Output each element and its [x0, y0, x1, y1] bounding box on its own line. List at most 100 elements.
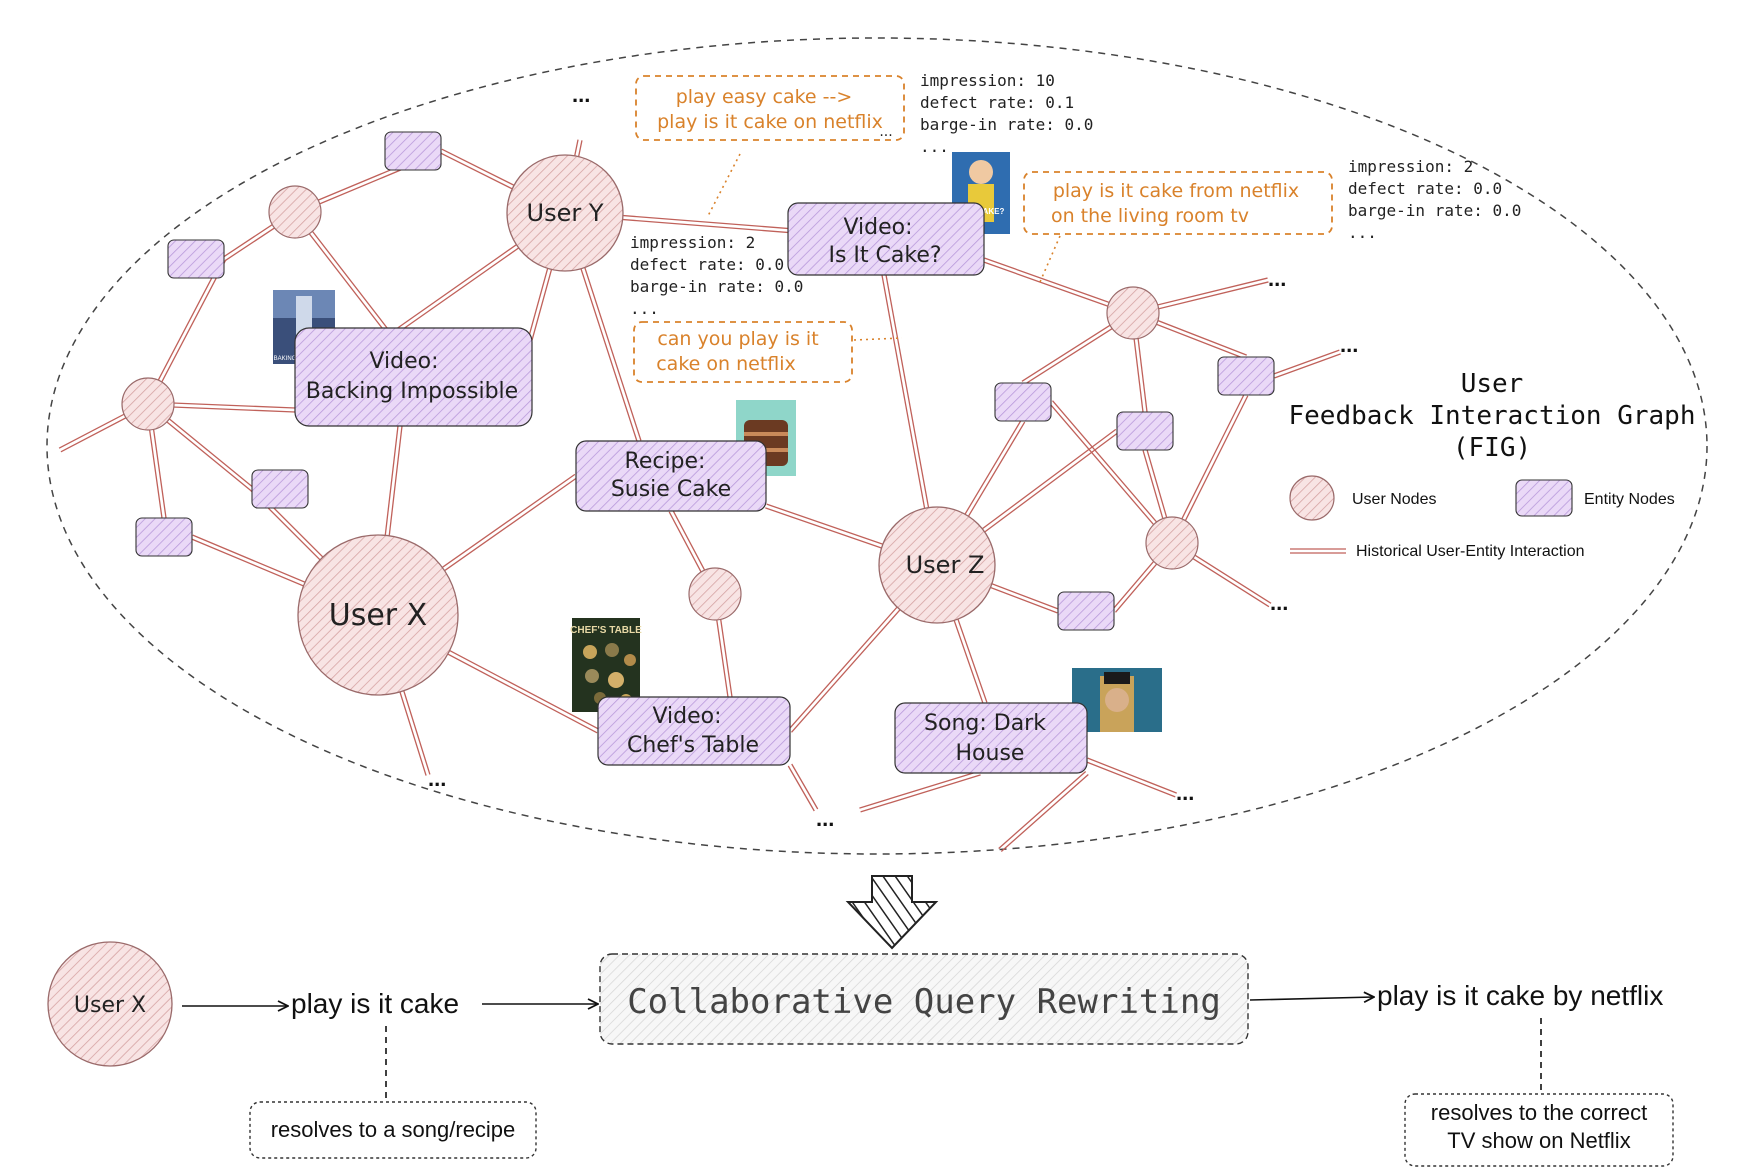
interaction-edge: [1169, 393, 1245, 543]
input-query: play is it cake: [291, 988, 459, 1019]
interaction-edge: [998, 771, 1087, 849]
svg-text:...: ...: [1348, 223, 1377, 242]
interaction-edge: [1052, 400, 1175, 543]
svg-text:defect rate: 0.1: defect rate: 0.1: [920, 93, 1074, 112]
input-note: resolves to a song/recipe: [271, 1117, 516, 1142]
svg-text:Video:: Video:: [652, 704, 721, 729]
query-box-2: play is it cake from netflix on the livi…: [1023, 171, 1333, 235]
entity-node: [167, 239, 225, 279]
entity-node: [994, 382, 1052, 422]
svg-text:...: ...: [428, 766, 446, 791]
entity-dark-house: Song: Dark House: [894, 702, 1088, 774]
entity-susie-cake: Recipe: Susie Cake: [575, 440, 767, 512]
user-z-label: User Z: [906, 551, 985, 579]
entity-baking-impossible: Video: Backing Impossible: [294, 327, 533, 427]
svg-text:...: ...: [1176, 780, 1194, 805]
query-connectors: [707, 153, 1061, 341]
svg-text:Song: Dark: Song: Dark: [924, 711, 1046, 736]
svg-text:defect rate: 0.0: defect rate: 0.0: [1348, 179, 1502, 198]
graph-title: User Feedback Interaction Graph (FIG): [1289, 369, 1696, 463]
pipeline-user-x-node: [47, 941, 173, 1067]
interaction-edge: [1274, 353, 1341, 379]
stats-3: impression: 2 defect rate: 0.0 barge-in …: [630, 233, 803, 318]
entity-node: [251, 469, 309, 509]
interaction-edge: [1173, 395, 1249, 545]
svg-text:impression: 2: impression: 2: [630, 233, 755, 252]
entity-node: [1057, 591, 1115, 631]
svg-text:...: ...: [879, 124, 892, 140]
output-note-box: [1404, 1093, 1674, 1167]
chefs-table-thumbnail: CHEF'S TABLE: [570, 618, 642, 712]
svg-text:House: House: [956, 741, 1025, 766]
legend: User Nodes Entity Nodes Historical User-…: [1289, 475, 1675, 560]
entity-node: [1116, 411, 1174, 451]
interaction-edge: [149, 259, 227, 406]
svg-text:...: ...: [920, 137, 949, 156]
stats-1: impression: 10 defect rate: 0.1 barge-in…: [920, 71, 1093, 156]
rewriter-label: Collaborative Query Rewriting: [627, 982, 1221, 1022]
svg-text:defect rate: 0.0: defect rate: 0.0: [630, 255, 784, 274]
small-user-nodes: [121, 185, 1199, 621]
user-x-label: User X: [329, 598, 427, 633]
legend-user-nodes: User Nodes: [1352, 491, 1436, 508]
interaction-edge: [859, 770, 980, 809]
output-query: play is it cake by netflix: [1377, 980, 1663, 1011]
interaction-edge: [1273, 349, 1340, 375]
svg-text:play is it cake from netflix: play is it cake from netflix: [1053, 180, 1299, 202]
user-x-node: User X: [297, 534, 459, 696]
svg-text:impression: 10: impression: 10: [920, 71, 1055, 90]
svg-text:(FIG): (FIG): [1453, 433, 1531, 463]
interaction-edge: [787, 765, 815, 812]
down-arrow-icon: [845, 875, 939, 950]
entity-is-it-cake: Video: Is It Cake?: [787, 202, 985, 276]
user-node: [121, 377, 175, 431]
baking-impossible-thumbnail: BAKING IMPOSSIBLE: [273, 290, 335, 364]
user-node: [688, 567, 742, 621]
user-node: [268, 185, 322, 239]
svg-text:barge-in rate: 0.0: barge-in rate: 0.0: [1348, 201, 1521, 220]
interaction-edge: [791, 763, 819, 810]
entity-node: [1217, 356, 1275, 396]
entity-chefs-table: Video: Chef's Table: [597, 696, 791, 766]
interaction-edge: [1086, 761, 1176, 798]
legend-user-node-swatch: [1289, 475, 1335, 521]
svg-text:barge-in rate: 0.0: barge-in rate: 0.0: [630, 277, 803, 296]
svg-text:Video:: Video:: [369, 349, 438, 374]
interaction-edge: [1048, 402, 1171, 545]
svg-text:...: ...: [816, 806, 834, 831]
svg-text:Recipe:: Recipe:: [625, 449, 706, 474]
entity-node: [384, 131, 442, 171]
user-y-node: User Y: [506, 154, 624, 272]
interaction-edge: [860, 774, 981, 813]
output-note-line-1: resolves to the correct: [1431, 1100, 1647, 1125]
svg-text:Is It Cake?: Is It Cake?: [828, 243, 941, 268]
svg-text:...: ...: [630, 299, 659, 318]
svg-text:can you play is it: can you play is it: [657, 328, 818, 350]
user-y-label: User Y: [527, 199, 604, 227]
input-note-box: [249, 1101, 537, 1159]
ellipsis-markers: ... ... ... ... ... ... ...: [428, 82, 1358, 831]
svg-text:...: ...: [572, 82, 590, 107]
svg-text:cake on netflix: cake on netflix: [656, 353, 796, 375]
small-entity-nodes: [135, 131, 1275, 631]
svg-text:on the living room tv: on the living room tv: [1051, 205, 1249, 227]
pipeline-user-label: User X: [74, 993, 146, 1018]
interaction-edge: [1000, 774, 1089, 852]
rewriter-box: [599, 953, 1249, 1045]
arrow-rewriter-to-output: [1249, 997, 1374, 1000]
svg-text:Feedback Interaction Graph: Feedback Interaction Graph: [1289, 401, 1696, 431]
pipeline: User X play is it cake Collaborative Que…: [47, 941, 1674, 1167]
svg-text:User: User: [1461, 369, 1524, 399]
svg-text:...: ...: [1270, 590, 1288, 615]
fig-boundary: [46, 37, 1708, 855]
user-node: [1145, 516, 1199, 570]
legend-interaction: Historical User-Entity Interaction: [1356, 543, 1585, 560]
output-note-line-2: TV show on Netflix: [1447, 1128, 1630, 1153]
svg-text:Video:: Video:: [843, 215, 912, 240]
user-node: [1106, 286, 1160, 340]
svg-text:barge-in rate: 0.0: barge-in rate: 0.0: [920, 115, 1093, 134]
svg-text:Chef's Table: Chef's Table: [627, 733, 759, 758]
entity-node: [135, 517, 193, 557]
svg-text:Susie Cake: Susie Cake: [611, 477, 731, 502]
